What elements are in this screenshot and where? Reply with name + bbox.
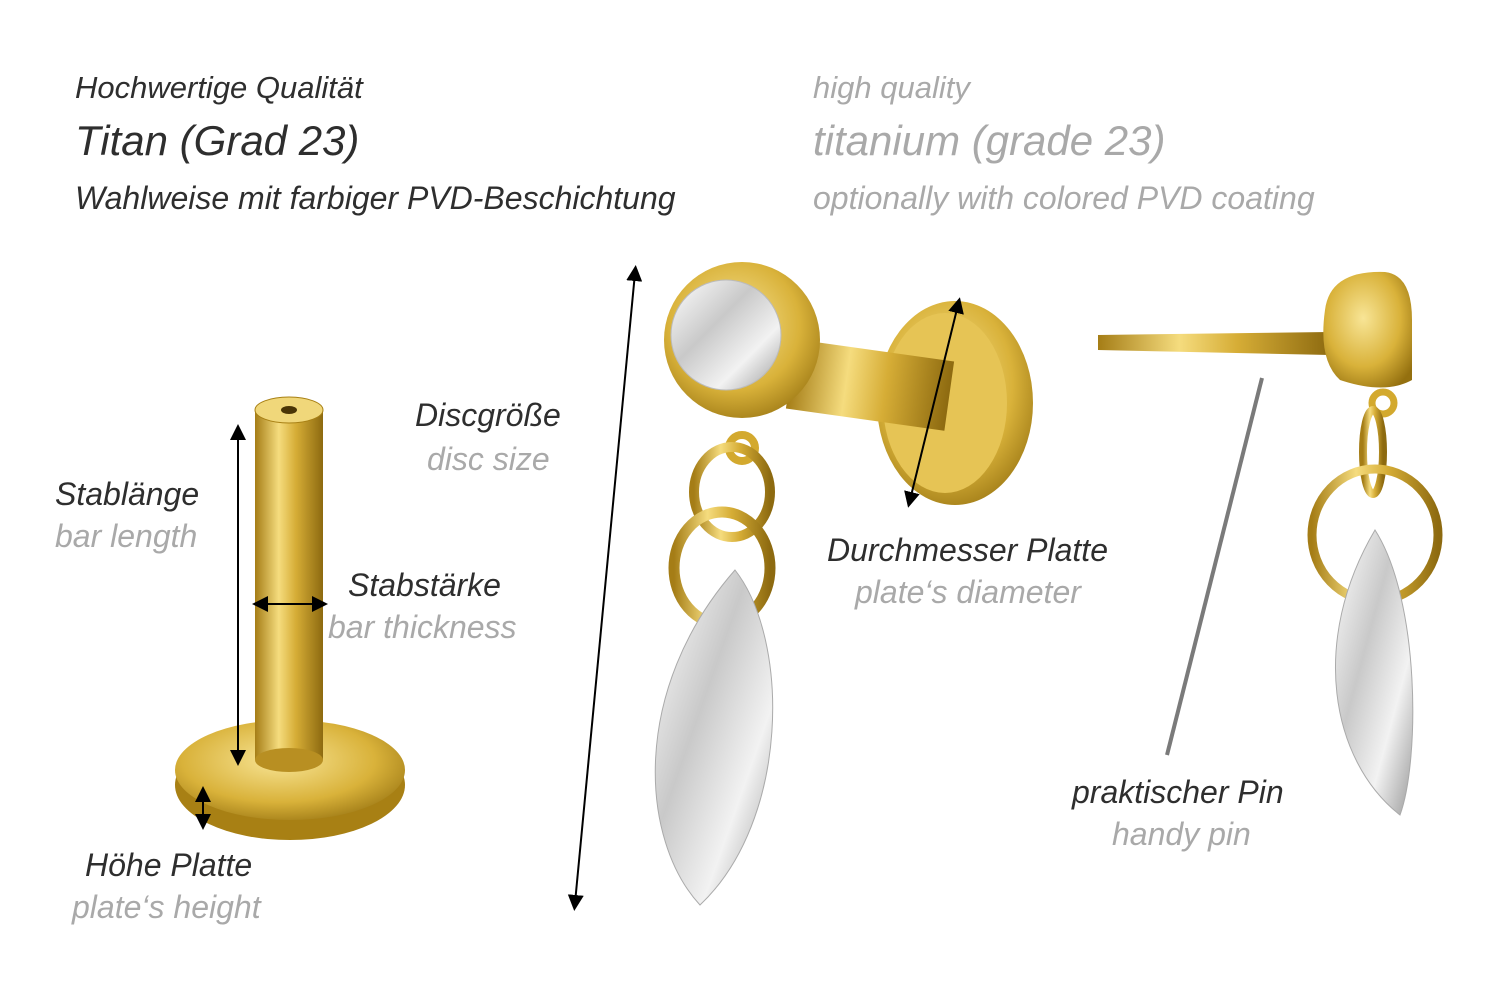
quality-label-de: Hochwertige Qualität (75, 70, 363, 105)
plate-diameter-arrow (904, 297, 964, 508)
material-label-en: titanium (grade 23) (813, 117, 1166, 164)
bar-length-label-en: bar length (55, 518, 198, 554)
disc-size-label-de: Discgröße (415, 397, 561, 433)
plate-diameter-label-en: plate‘s diameter (855, 574, 1081, 610)
disc-size-label-en: disc size (427, 441, 550, 477)
pin-pointer-line (1165, 377, 1264, 756)
material-label-de: Titan (Grad 23) (75, 117, 360, 164)
coating-label-de: Wahlweise mit farbiger PVD-Beschichtung (75, 180, 676, 216)
side-view-image (1098, 271, 1443, 816)
bar-thickness-label-de: Stabstärke (348, 567, 501, 603)
coating-label-en: optionally with colored PVD coating (813, 180, 1315, 216)
bar-thickness-label-en: bar thickness (328, 609, 517, 645)
plate-height-label-de: Höhe Platte (85, 847, 253, 883)
bar-length-label-de: Stablänge (55, 476, 200, 512)
plate-height-label-en: plate‘s height (72, 889, 261, 925)
disc-size-arrow (567, 265, 643, 911)
plate-diameter-label-de: Durchmesser Platte (827, 532, 1108, 568)
pin-label-de: praktischer Pin (1072, 774, 1284, 810)
quality-label-en: high quality (813, 70, 970, 105)
pin-label-en: handy pin (1112, 816, 1251, 852)
